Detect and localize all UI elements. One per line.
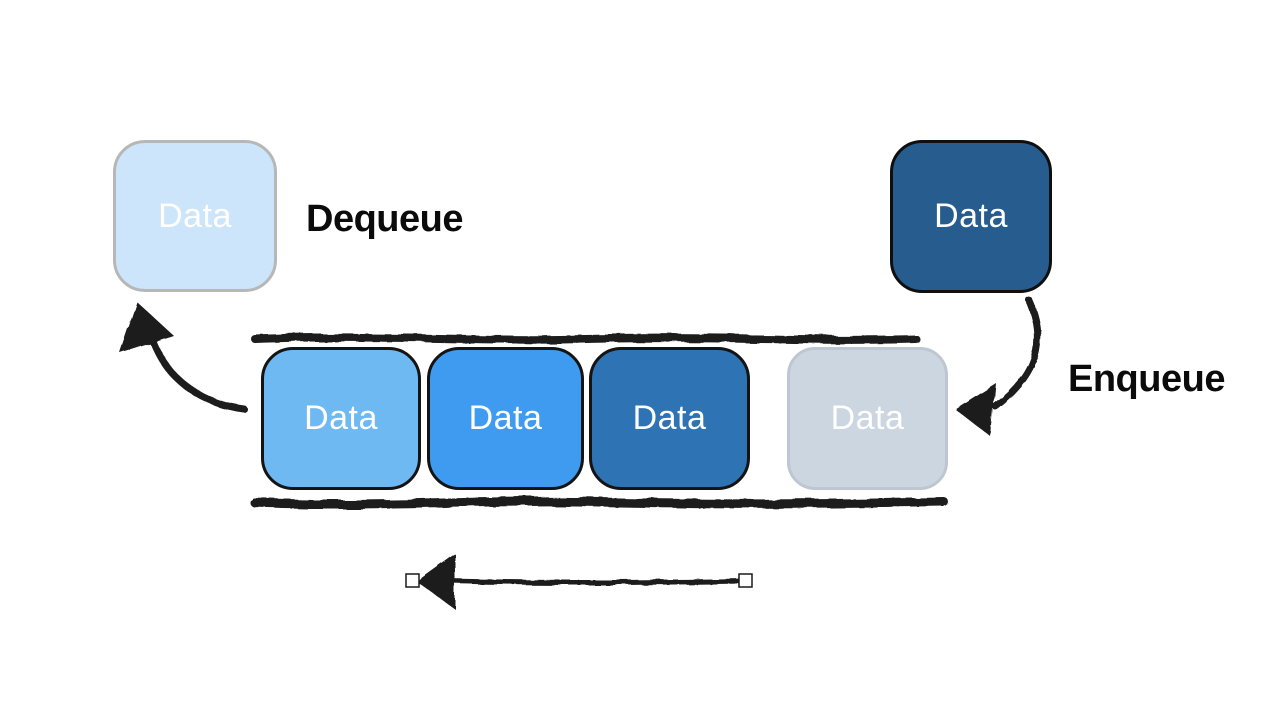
dequeue-arrow [120, 302, 248, 413]
data-label: Data [934, 197, 1008, 235]
queue-direction-arrow [416, 553, 747, 609]
direction-arrowhead [416, 553, 455, 609]
queue-slot-4: Data [787, 347, 948, 490]
dequeue-label: Dequeue [306, 198, 463, 240]
dequeue-arrowhead [120, 302, 174, 353]
queue-top-rail [251, 333, 920, 344]
data-label: Data [304, 399, 378, 437]
data-label: Data [830, 399, 905, 437]
queue-slot-2: Data [427, 347, 584, 490]
incoming-data-box: Data [890, 140, 1052, 293]
enqueue-arrow [955, 296, 1042, 437]
queue-slot-1: Data [261, 347, 421, 490]
enqueue-arrowhead [955, 383, 996, 437]
data-label: Data [632, 399, 707, 437]
selection-handle-right[interactable] [738, 573, 753, 588]
dequeued-data-box: Data [113, 140, 277, 292]
queue-bottom-rail [250, 496, 949, 510]
data-label: Data [468, 399, 543, 437]
queue-slot-3: Data [589, 347, 750, 490]
enqueue-label: Enqueue [1068, 358, 1225, 400]
selection-handle-left[interactable] [405, 573, 420, 588]
data-label: Data [158, 196, 232, 235]
